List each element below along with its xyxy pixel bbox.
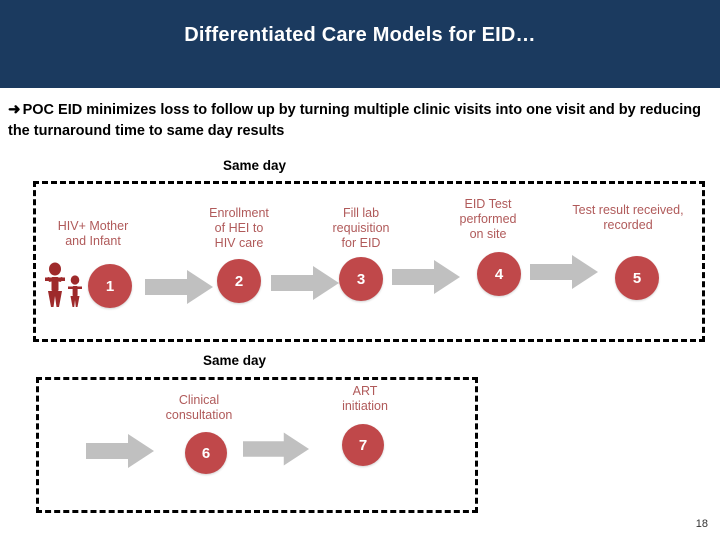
page-title: Differentiated Care Models for EID… (184, 23, 536, 46)
title-banner: Differentiated Care Models for EID… (0, 0, 720, 88)
step-circle-2[interactable]: 2 (217, 259, 261, 303)
step-label-3: Fill lab requisition for EID (332, 206, 390, 250)
step-label-7: ART initiation (342, 384, 388, 413)
step-circle-1[interactable]: 1 (88, 264, 132, 308)
right-arrow-icon: ➜ (8, 101, 21, 118)
flow-arrow-2 (271, 264, 339, 307)
step-circle-5[interactable]: 5 (615, 256, 659, 300)
bullet-paragraph: ➜POC EID minimizes loss to follow up by … (8, 99, 708, 143)
step-circle-3[interactable]: 3 (339, 257, 383, 301)
flow-arrow-4 (530, 253, 598, 296)
step-label-1: HIV+ Mother and Infant (57, 219, 129, 248)
flow-arrow-3 (392, 258, 460, 301)
flow-arrow-5 (86, 432, 154, 475)
step-circle-6[interactable]: 6 (185, 432, 227, 474)
step-label-2: Enrollment of HEI to HIV care (209, 206, 269, 250)
page-number: 18 (695, 518, 708, 530)
step-label-6: Clinical consultation (165, 393, 233, 422)
step-circle-7[interactable]: 7 (342, 424, 384, 466)
flow-arrow-1 (145, 268, 213, 311)
flow-arrow-6 (243, 430, 309, 473)
bullet-text: POC EID minimizes loss to follow up by t… (8, 102, 701, 140)
timing-label-row1: Same day (218, 158, 292, 173)
step-label-4: EID Test performed on site (459, 197, 517, 241)
step-circle-4[interactable]: 4 (477, 252, 521, 296)
step-label-5: Test result received, recorded (572, 203, 684, 232)
timing-label-row2: Same day (198, 353, 272, 368)
mother-and-infant-icon (40, 262, 88, 313)
